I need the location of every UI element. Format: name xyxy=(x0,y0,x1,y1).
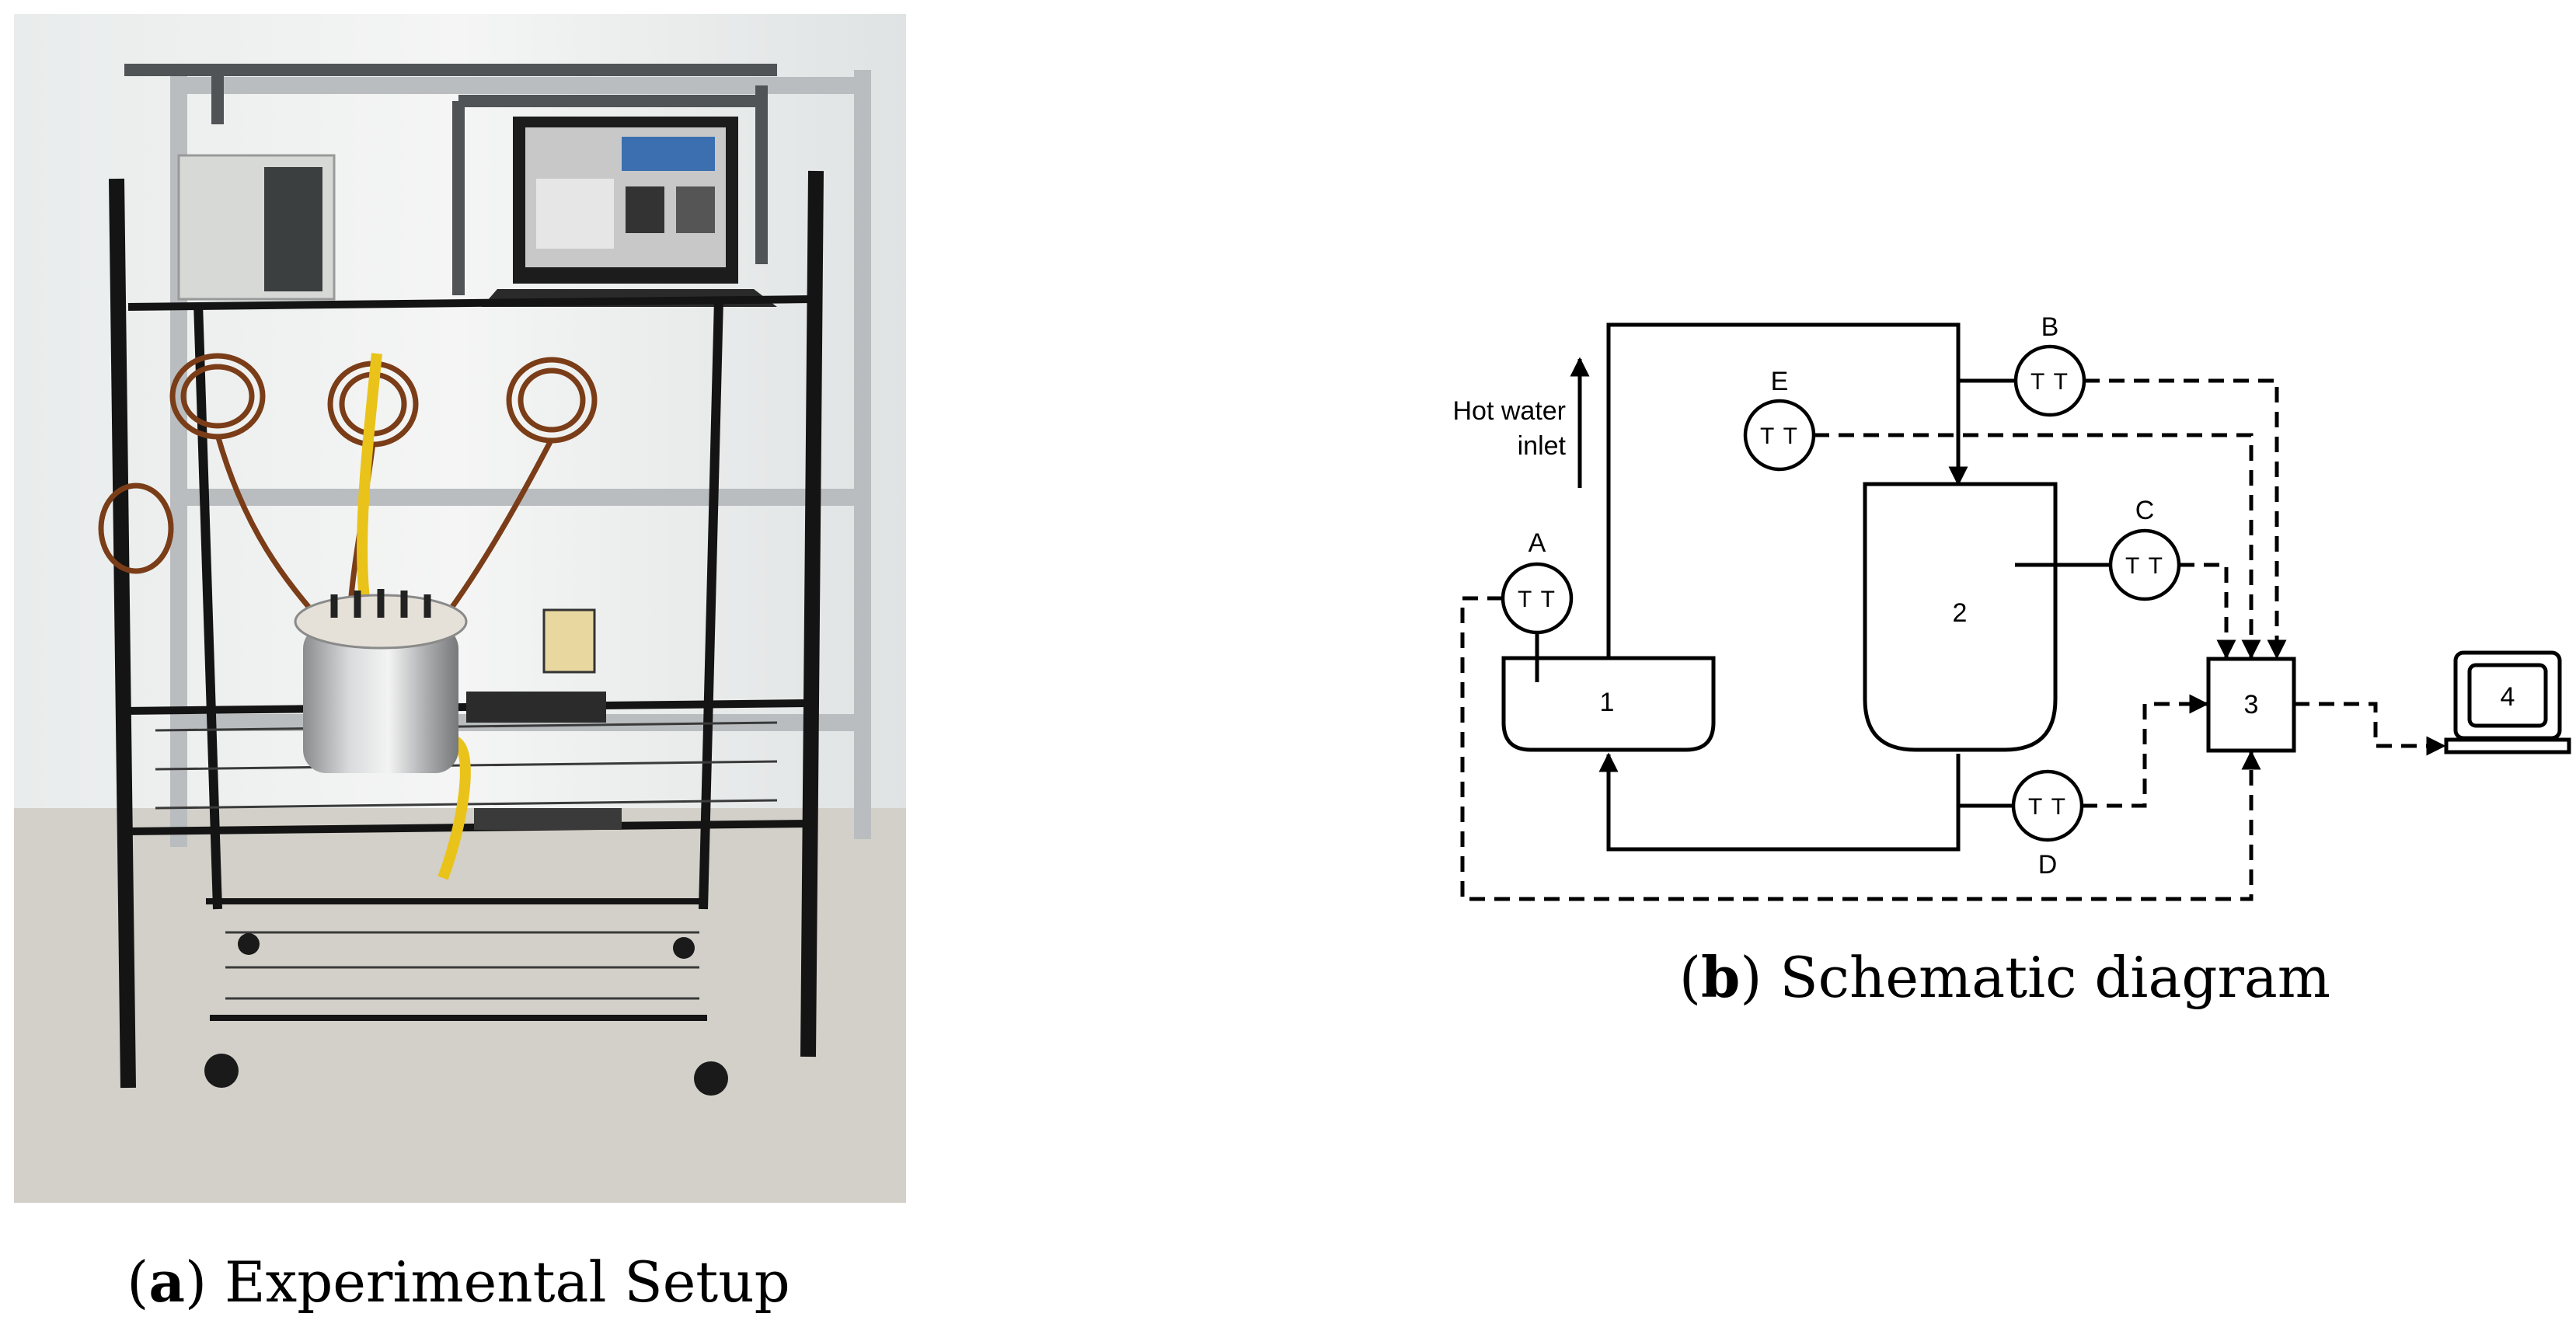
svg-text:T T: T T xyxy=(1518,587,1556,612)
heater-unit xyxy=(542,608,596,674)
pump-base xyxy=(466,692,606,723)
sensor-b-label: B xyxy=(2041,312,2059,342)
inlet-label-line1: Hot water xyxy=(1453,396,1567,426)
inlet-label-line2: inlet xyxy=(1518,431,1567,461)
svg-text:T T: T T xyxy=(1760,423,1799,449)
sensor-d: T T xyxy=(2011,769,2084,842)
daq-modules xyxy=(264,167,322,291)
laptop xyxy=(482,117,777,307)
signal-c xyxy=(2179,563,2236,660)
computer-4 xyxy=(2444,650,2571,754)
sensor-d-label: D xyxy=(2038,850,2058,880)
svg-text:T T: T T xyxy=(2030,369,2069,395)
sensor-a-label: A xyxy=(1529,528,1546,558)
sensor-c-label: C xyxy=(2135,496,2155,525)
supply-pipe xyxy=(1606,322,1968,658)
sensor-e: T T xyxy=(1743,399,1816,472)
photo-floor xyxy=(14,808,906,1203)
signal-a xyxy=(1460,596,2261,901)
steel-pot xyxy=(294,589,468,773)
svg-text:T T: T T xyxy=(2125,553,2164,579)
tank-1-label: 1 xyxy=(1600,688,1615,717)
lower-tray xyxy=(474,808,622,830)
sensor-c: T T xyxy=(2108,528,2181,601)
caster-wheels xyxy=(204,933,728,1096)
signal-to-computer xyxy=(2294,702,2446,756)
sensor-a: T T xyxy=(1501,562,1574,635)
tank-2 xyxy=(1863,482,2058,752)
experimental-setup-photo xyxy=(14,14,906,1203)
data-logger-label: 3 xyxy=(2244,690,2259,719)
caption-b: (b) Schematic diagram xyxy=(1679,944,2330,1010)
signal-d xyxy=(2082,694,2209,808)
signal-e xyxy=(1814,433,2261,660)
schematic-diagram: Hot water inlet 1 2 T T A T T B T T xyxy=(1453,312,2571,901)
caption-a: (a) Experimental Setup xyxy=(127,1249,790,1315)
signal-b xyxy=(2084,378,2287,660)
return-pipe xyxy=(1598,752,1961,852)
svg-text:T T: T T xyxy=(2028,794,2067,820)
tank-2-label: 2 xyxy=(1953,598,1968,628)
tank-1 xyxy=(1501,656,1716,752)
sensor-e-label: E xyxy=(1771,367,1789,396)
sensor-b: T T xyxy=(2013,344,2086,417)
overhead-pipes xyxy=(124,64,777,295)
computer-label: 4 xyxy=(2501,682,2515,712)
